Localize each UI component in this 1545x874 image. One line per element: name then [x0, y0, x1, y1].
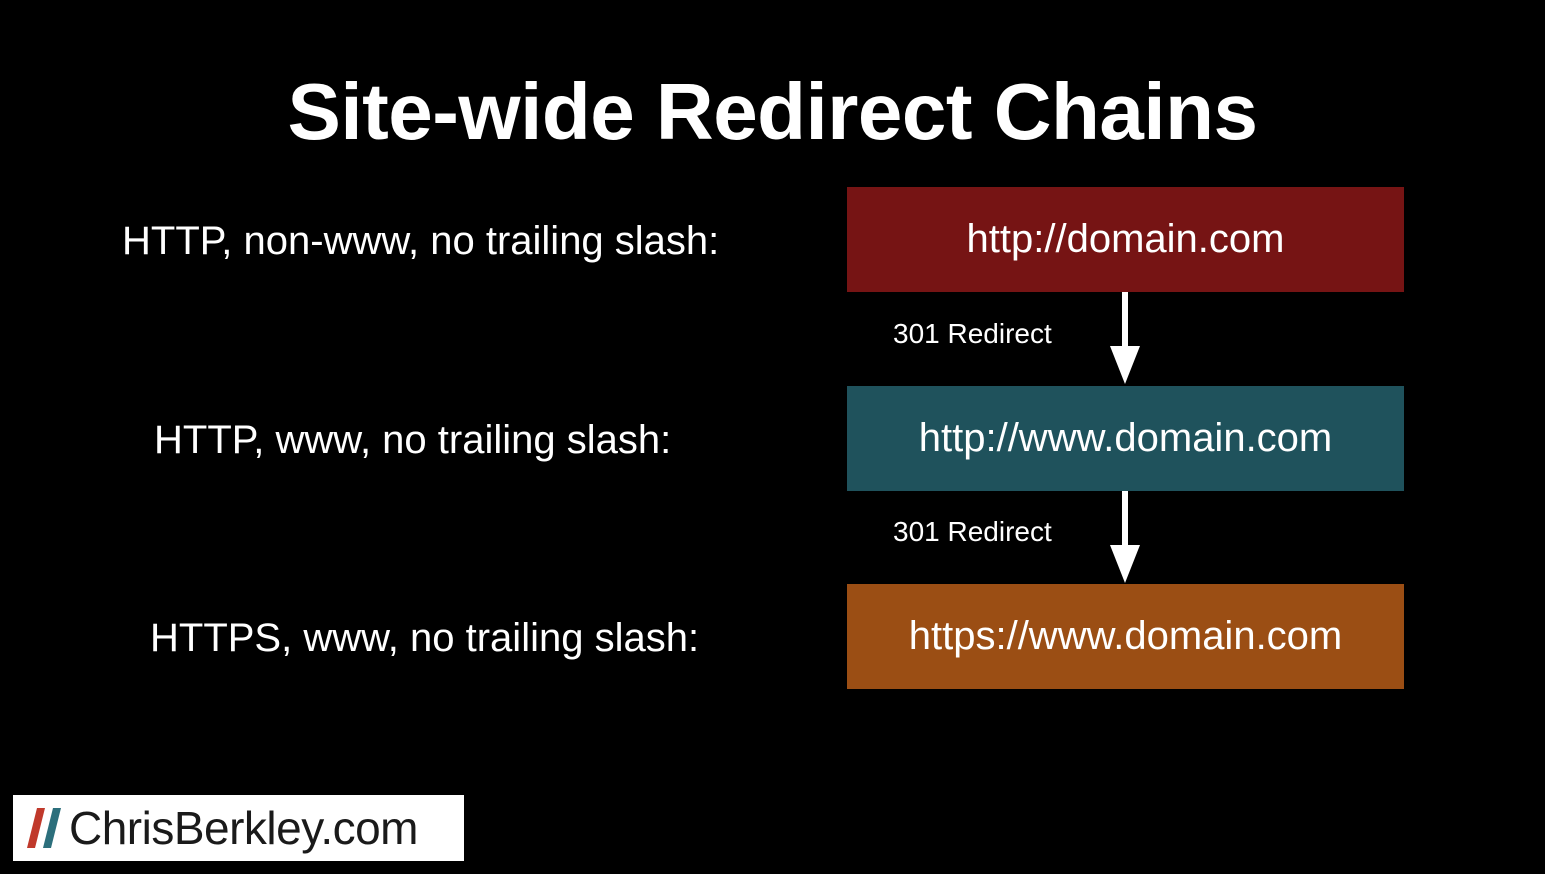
url-box-http-www: http://www.domain.com	[847, 386, 1404, 491]
url-text-http-non-www: http://domain.com	[966, 217, 1285, 261]
logo-slash-1	[27, 808, 45, 848]
url-text-https-www: https://www.domain.com	[908, 614, 1343, 658]
row-label-http-non-www: HTTP, non-www, no trailing slash:	[122, 219, 720, 263]
url-box-https-www: https://www.domain.com	[847, 584, 1404, 689]
redirect-label-2: 301 Redirect	[893, 516, 1052, 547]
row-label-https-www: HTTPS, www, no trailing slash:	[150, 616, 700, 660]
logo-text: ChrisBerkley.com	[69, 802, 419, 854]
slide-title: Site-wide Redirect Chains	[287, 67, 1258, 156]
down-arrow-icon	[1110, 292, 1140, 384]
double-slash-logo-icon	[27, 808, 61, 848]
logo-slash-2	[43, 808, 61, 848]
logo-badge: ChrisBerkley.com	[13, 795, 464, 861]
url-box-http-non-www: http://domain.com	[847, 187, 1404, 292]
redirect-label-1: 301 Redirect	[893, 318, 1052, 349]
url-text-http-www: http://www.domain.com	[918, 416, 1333, 460]
down-arrow-icon	[1110, 491, 1140, 583]
row-label-http-www: HTTP, www, no trailing slash:	[154, 418, 672, 462]
